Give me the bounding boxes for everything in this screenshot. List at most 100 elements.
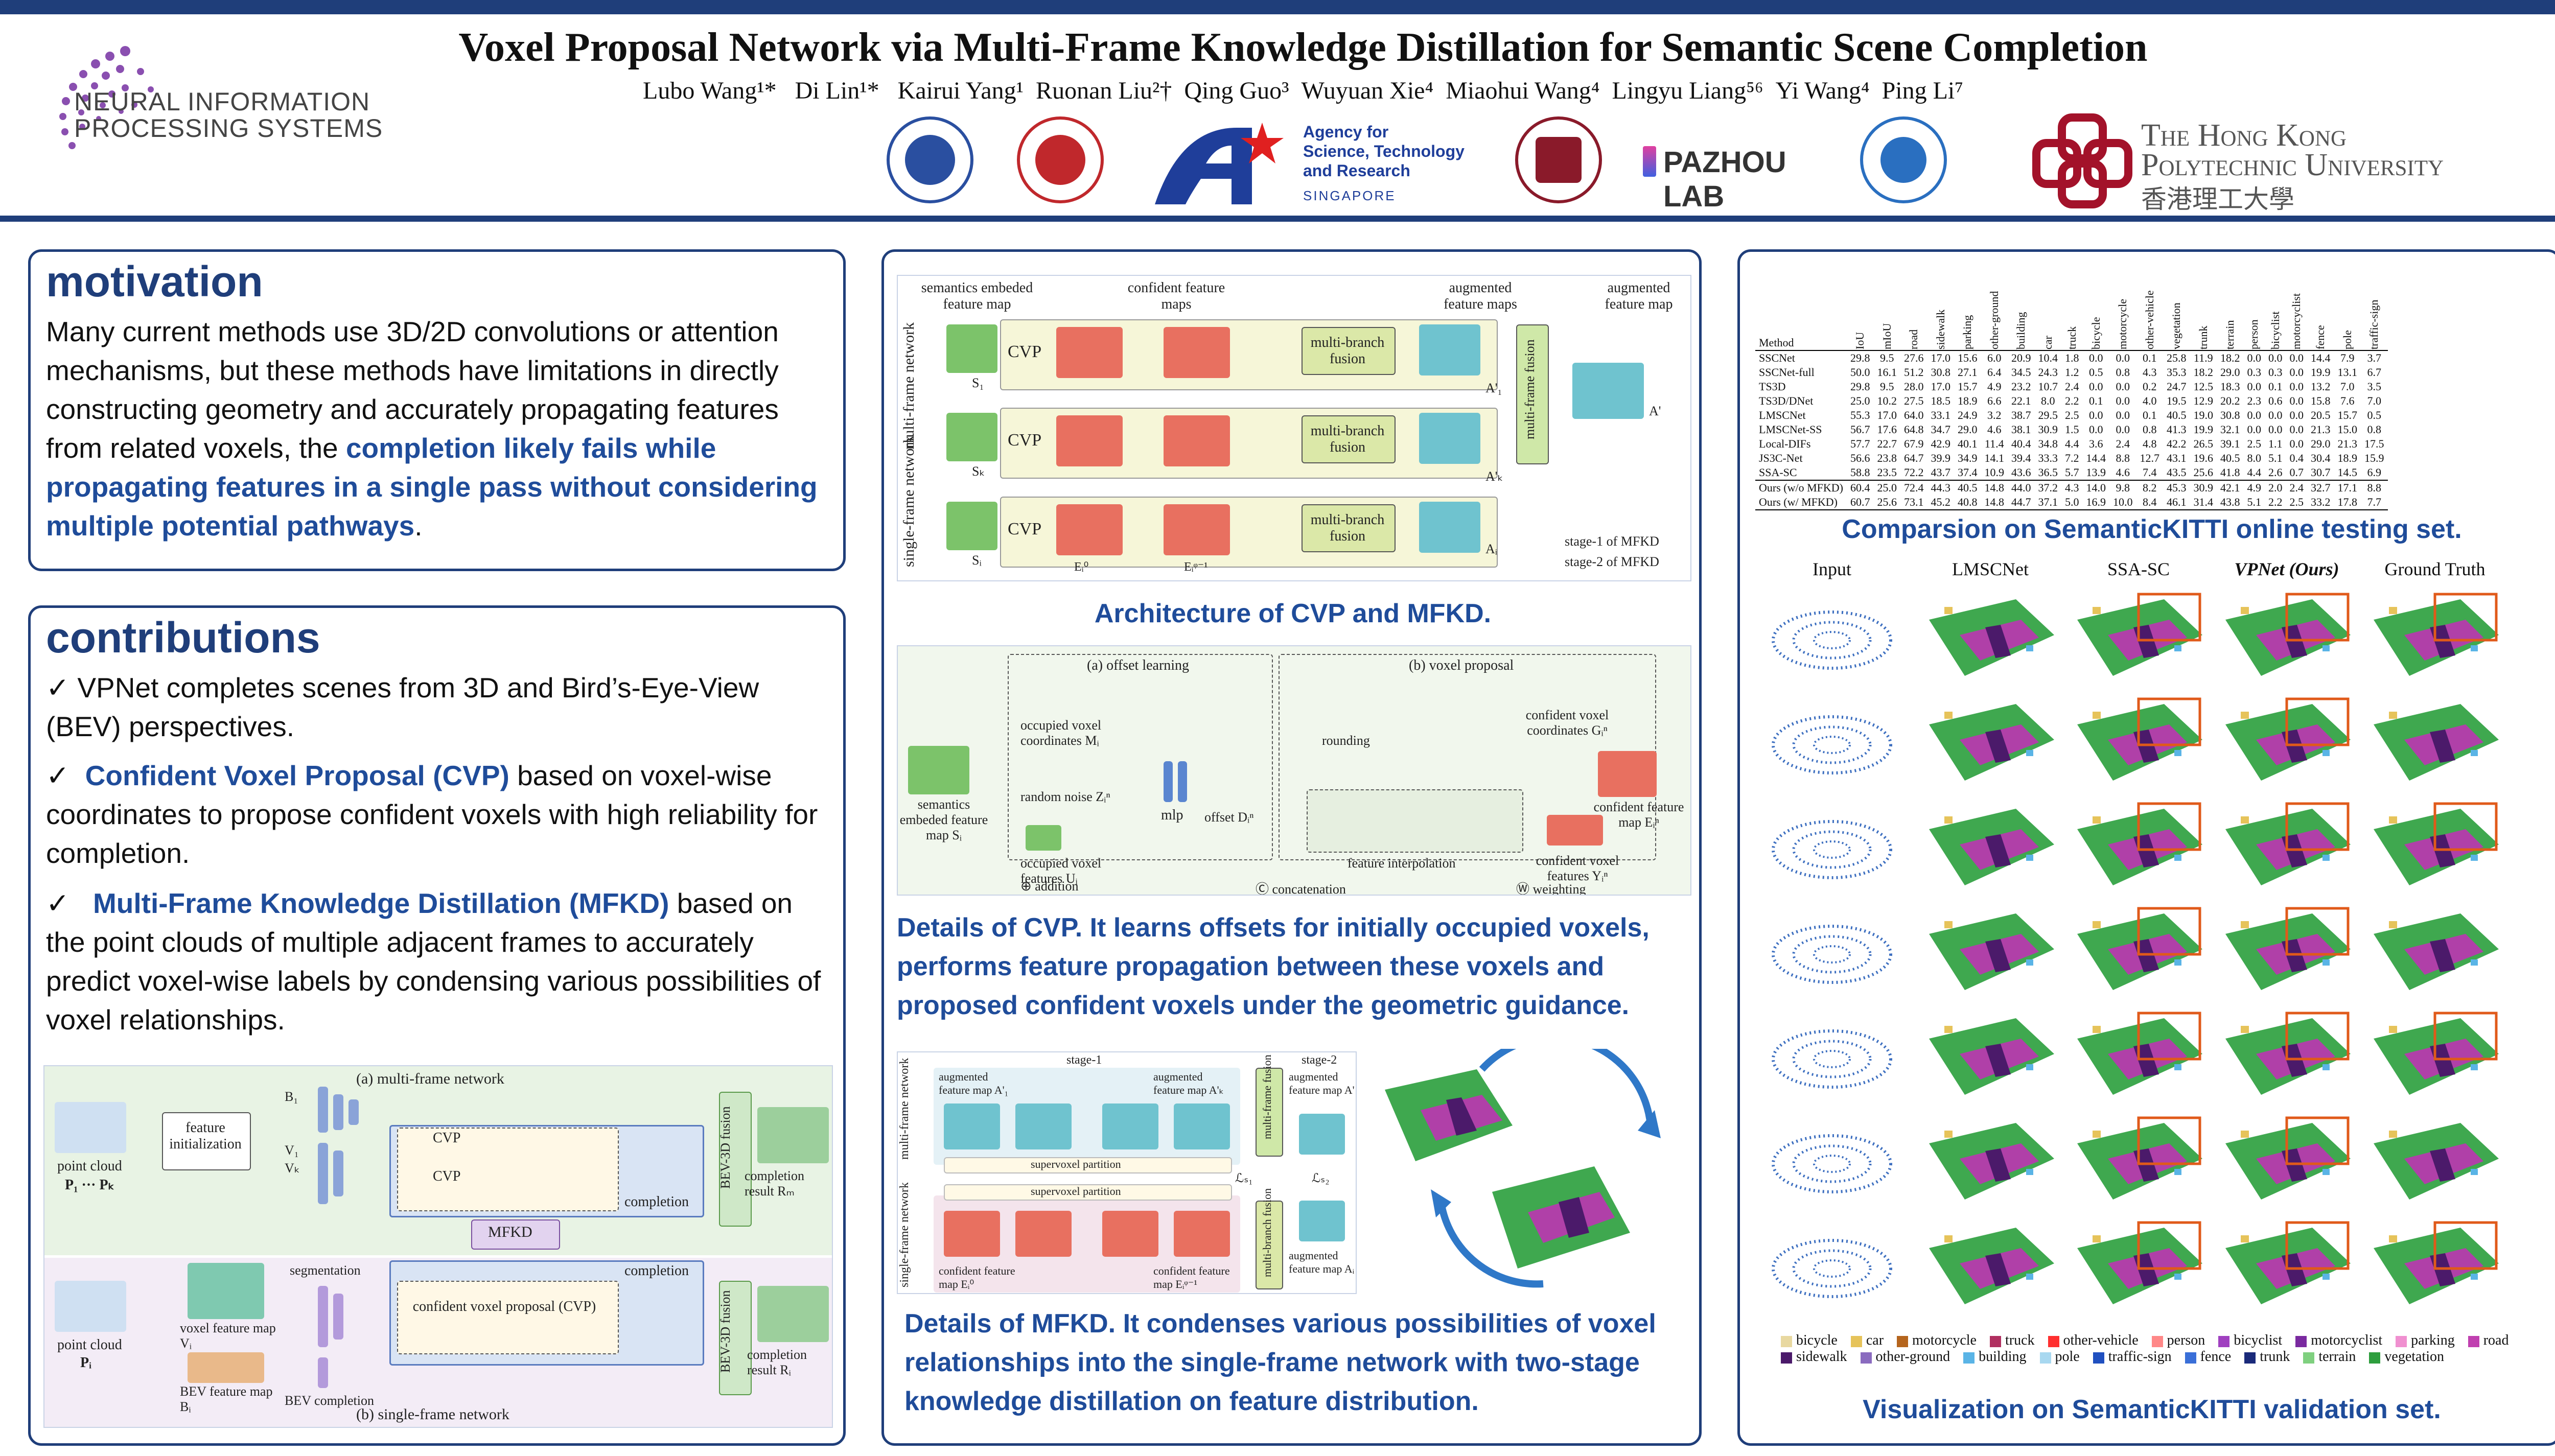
table-cell: 9.5	[1880, 380, 1894, 393]
table-cell: 6.6	[1987, 394, 2002, 407]
point-cloud-single-image	[55, 1281, 126, 1332]
table-cell: 4.9	[1987, 380, 2002, 393]
table-cell: 30.9	[2193, 481, 2214, 494]
confident-coords-label: confident voxel coordinates Gᵢⁿ	[1525, 708, 1609, 738]
legend-swatch	[2093, 1352, 2104, 1364]
offset-learning-label: (a) offset learning	[1087, 657, 1190, 673]
legend-label: bicycle	[1796, 1332, 1838, 1348]
table-cell: 22.7	[1877, 437, 1897, 450]
mfkd-scene-illustration	[1375, 1034, 1691, 1294]
legend-label: fence	[2200, 1349, 2232, 1365]
scene-icon	[2374, 802, 2499, 885]
table-cell: 0.0	[2116, 423, 2130, 436]
table-cell: 0.8	[2143, 423, 2157, 436]
shenzhen-university-logo	[1515, 116, 1602, 203]
table-cell: 0.0	[2289, 409, 2304, 421]
mlp-bar	[1164, 761, 1173, 802]
viz-result-scene	[2220, 903, 2353, 995]
table-cell: 1.1	[2268, 437, 2283, 450]
table-cell: 40.1	[1958, 437, 1978, 450]
feature-init-box	[162, 1112, 251, 1170]
header-text: other-vehicle	[2143, 290, 2156, 349]
viz-result-scene	[2368, 1008, 2501, 1100]
header-text: traffic-sign	[2367, 299, 2381, 349]
polyu-line2: Polytechnic University	[2141, 148, 2444, 182]
table-cell: 28.0	[1904, 380, 1924, 393]
table-header-cell: terrain	[2217, 272, 2244, 350]
legend-item: pole	[2039, 1349, 2080, 1365]
contribution-3-highlight: Multi-Frame Knowledge Distillation (MFKD…	[92, 887, 669, 919]
table-header-cell: vegetation	[2163, 272, 2190, 350]
legend-swatch	[1781, 1352, 1792, 1364]
point-cloud-single-label: point cloud	[57, 1337, 122, 1353]
table-cell: TS3D	[1759, 380, 1786, 393]
astar-line3: and Research	[1303, 161, 1410, 180]
table-cell: 4.6	[2116, 466, 2130, 479]
contribution-2-text: based on voxel-wise coordinates to propo…	[46, 760, 818, 869]
table-header-cell: motorcyclist	[2286, 272, 2308, 350]
a1-cube	[1419, 324, 1480, 375]
multi-frame-label: (a) multi-frame network	[356, 1070, 504, 1087]
viz-result-scene	[2072, 589, 2205, 681]
table-cell: 4.4	[2065, 437, 2079, 450]
table-cell: 10.2	[1877, 394, 1897, 407]
viz-result-scene	[2368, 799, 2501, 890]
s1-label: S₁	[972, 375, 984, 390]
scene-icon	[1929, 1228, 2054, 1304]
viz-input-scan	[1766, 799, 1898, 890]
scene-icon	[1929, 913, 2054, 990]
completion-result-i-label: completion result Rᵢ	[747, 1347, 807, 1377]
header-text: road	[1907, 329, 1920, 349]
a1-label: A'₁	[1485, 381, 1502, 395]
contributions-heading: contributions	[46, 614, 320, 662]
mlp-label: mlp	[1161, 807, 1183, 823]
legend-item: parking	[2396, 1332, 2455, 1349]
legend-swatch	[2185, 1352, 2196, 1364]
supervoxel-label-1: supervoxel partition	[1031, 1158, 1121, 1170]
point-cloud-single-sub: Pᵢ	[80, 1355, 92, 1371]
viz-input-scan	[1766, 694, 1898, 786]
scene-icon	[2077, 907, 2202, 990]
completion-result-m-image	[757, 1107, 829, 1163]
mbf-box-k	[1302, 415, 1396, 463]
table-cell: 12.5	[2193, 380, 2214, 393]
point-cloud-icon	[1772, 1239, 1892, 1298]
table-cell: 0.0	[2247, 423, 2262, 436]
table-cell: 40.4	[2011, 437, 2031, 450]
viz-result-scene	[2072, 1217, 2205, 1309]
cycle-arrow-icon	[1479, 1034, 1654, 1126]
scene-bottom-icon	[1492, 1166, 1630, 1269]
table-cell: 0.0	[2089, 380, 2103, 393]
ak-label: A'ₖ	[1485, 469, 1503, 484]
table-cell: 25.0	[1850, 394, 1870, 407]
table-cell: 5.0	[2065, 496, 2079, 508]
table-cell: 11.9	[2193, 351, 2213, 364]
legend-concatenation: Ⓒ concatenation	[1256, 882, 1346, 896]
table-cell: 8.8	[2116, 452, 2130, 464]
table-cell: 40.8	[1958, 496, 1978, 508]
table-cell: 22.1	[2011, 394, 2031, 407]
table-header-cell: building	[2008, 272, 2035, 350]
viz-input-scan	[1766, 1217, 1898, 1309]
table-cell: 17.8	[2337, 496, 2358, 508]
header-text: IoU	[1853, 332, 1867, 349]
table-cell: 57.7	[1850, 437, 1870, 450]
mfkd-box	[471, 1219, 560, 1250]
mfkd-aug-cube	[1102, 1103, 1158, 1149]
table-cell: 50.0	[1850, 366, 1870, 379]
legend-item: terrain	[2303, 1349, 2356, 1365]
polyu-logo: The Hong Kong Polytechnic University 香港理…	[2031, 112, 2555, 215]
table-cell: 1.5	[2065, 423, 2079, 436]
viz-column-header: LMSCNet	[1952, 559, 2029, 579]
table-cell: 10.4	[2038, 351, 2058, 364]
legend-label: building	[1979, 1349, 2027, 1365]
table-cell: 29.8	[1850, 380, 1870, 393]
viz-input-scan	[1766, 1113, 1898, 1205]
confident-cube	[1164, 415, 1230, 466]
viz-result-scene	[2368, 694, 2501, 786]
table-cell: 13.2	[2311, 380, 2331, 393]
